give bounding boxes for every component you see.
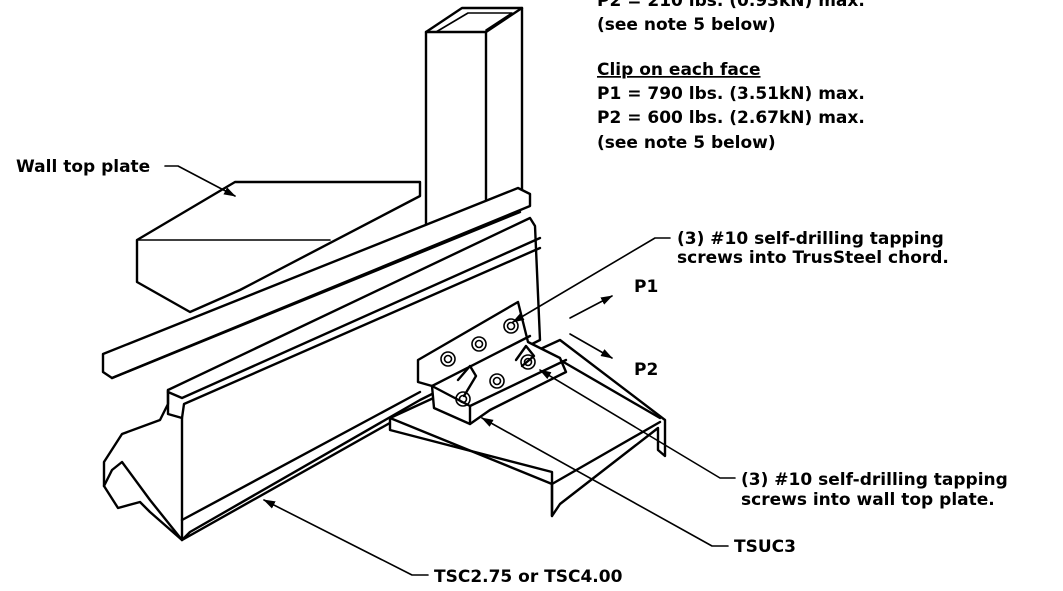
lower-track xyxy=(388,338,667,518)
leader-screws-plate xyxy=(539,369,736,479)
leader-chord xyxy=(263,499,429,576)
screw-chord-1 xyxy=(440,351,456,367)
screw-plate-2 xyxy=(489,373,505,389)
clip-heading: Clip on each face xyxy=(597,60,761,80)
screws-chord-label-line2: screws into TrusSteel chord. xyxy=(677,248,949,268)
screw-chord-2 xyxy=(471,336,487,352)
leader-lines xyxy=(164,165,736,576)
p2-value-partial: P2 = 210 lbs. (0.93kN) max. xyxy=(597,0,865,11)
leader-screws-chord xyxy=(512,237,671,323)
screws-plate-label-line2: screws into wall top plate. xyxy=(741,490,995,510)
screws xyxy=(440,318,536,407)
p2-label: P2 xyxy=(634,360,658,380)
leader-tsuc3 xyxy=(481,417,729,547)
p1-value: P1 = 790 lbs. (3.51kN) max. xyxy=(597,84,865,104)
wall-top-plate-block xyxy=(135,180,422,314)
p2-arrow xyxy=(569,333,613,359)
chord-part-label: TSC2.75 or TSC4.00 xyxy=(434,567,623,587)
rear-chord-lip xyxy=(101,186,532,380)
chord-tsc xyxy=(102,216,542,542)
screw-plate-3 xyxy=(520,354,536,370)
tsuc3-clip xyxy=(416,300,568,426)
vertical-web-member xyxy=(424,6,524,252)
p2-value: P2 = 600 lbs. (2.67kN) max. xyxy=(597,108,865,128)
note-ref-top: (see note 5 below) xyxy=(597,15,776,35)
note-ref-bottom: (see note 5 below) xyxy=(597,133,776,153)
screw-plate-1 xyxy=(455,391,471,407)
screws-chord-label-line1: (3) #10 self-drilling tapping xyxy=(677,229,944,249)
screws-plate-label-line1: (3) #10 self-drilling tapping xyxy=(741,470,1008,490)
tsuc3-label: TSUC3 xyxy=(734,537,796,557)
screw-chord-3 xyxy=(503,318,519,334)
leader-wall-top-plate xyxy=(164,165,236,197)
p1-arrow xyxy=(569,295,613,319)
p1-label: P1 xyxy=(634,277,658,297)
wall-top-plate-label: Wall top plate xyxy=(16,157,150,177)
